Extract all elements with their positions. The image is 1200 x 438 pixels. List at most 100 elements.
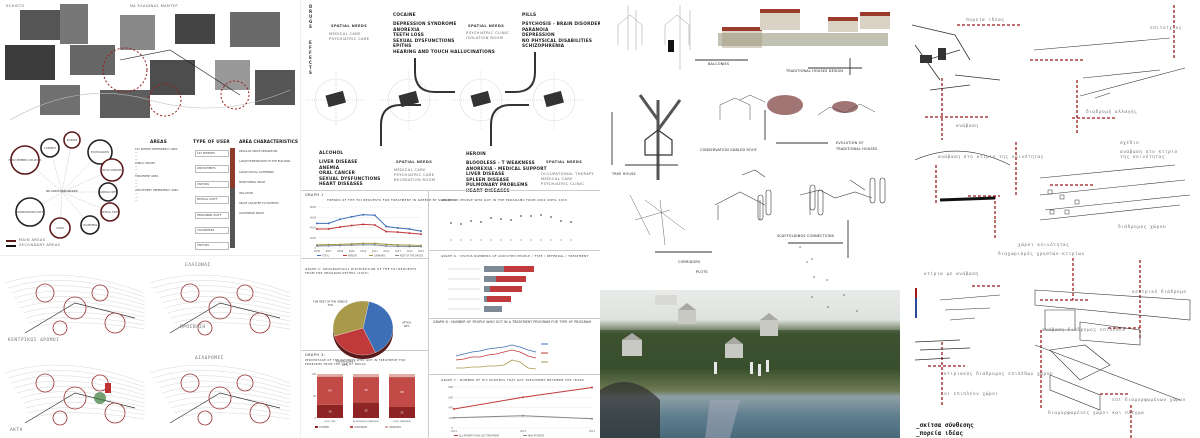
data-point [591, 417, 593, 420]
spatial-need: MEDICAL CARE [329, 32, 361, 36]
data-point [520, 239, 522, 241]
bar-segment [496, 276, 526, 282]
panel-drug-effects: DRUGS EFFECTS SPATIAL NEEDS MEDICAL CARE… [300, 0, 600, 438]
data-point [385, 230, 388, 233]
sketch-label: διαχωρισμός χρηστών-κτιρίων [998, 252, 1085, 257]
center-label: NO ADDICTION GROUPS [46, 189, 78, 193]
y-tick-label: 200 [448, 417, 453, 420]
data-point [530, 215, 532, 217]
data-point [408, 245, 411, 248]
label-scaffoldings: SCAFFOLDINGS CONNECTIONS [777, 234, 835, 238]
contour-line [155, 285, 291, 302]
y-tick-label: 100 [311, 373, 316, 376]
scaffolding-frame [879, 177, 886, 204]
contour-line [22, 396, 146, 408]
contour-line [13, 290, 146, 306]
table-header: AREAS [150, 140, 167, 145]
sketch-line [1094, 92, 1111, 99]
color-marker [915, 288, 917, 318]
bar-value-label: 64 [328, 389, 332, 393]
legend-label: SECONDARY AREAS [19, 243, 61, 247]
contour-line [158, 290, 291, 306]
divider [428, 250, 600, 251]
data-point [350, 215, 353, 218]
contour-line [16, 386, 146, 400]
effect-item: NO PHYSICAL DISABILITIES [522, 38, 593, 44]
x-tick-label: 2014 [589, 430, 596, 433]
sketch-label: χώροι κοινότητας [1018, 243, 1070, 248]
traditional-house [760, 12, 800, 30]
legend-swatch [315, 426, 318, 428]
data-point [510, 219, 512, 221]
legend-swatch [6, 239, 16, 242]
contour-line [4, 274, 146, 294]
person-silhouette [758, 364, 761, 376]
data-point [470, 239, 472, 241]
drug-sketch [470, 90, 491, 108]
landscape-elements: ⌃⌃⌃⌃ [600, 294, 900, 438]
site-route-lines [9, 47, 291, 121]
effect-item: TEETH LOSS [393, 33, 425, 39]
table-header: AREA CHARACTERISTICS [239, 140, 298, 145]
data-point [373, 223, 376, 226]
x-tick-label: 2008 [337, 250, 344, 253]
data-point [480, 221, 482, 223]
bird-icon: ⌃ [810, 258, 814, 264]
legend-swatch [454, 435, 458, 436]
collage-photo [40, 85, 80, 115]
area-item: — [135, 171, 138, 175]
sketch-label: επιτοίχιος [1150, 26, 1183, 31]
site-circle [180, 283, 200, 303]
sketch-box [1074, 199, 1080, 205]
sketch-line [1039, 164, 1191, 221]
series-line-all-patients-who-got-treatment [453, 387, 593, 410]
sketch-line [914, 150, 1011, 166]
user-item: PERSONNEL STAFF [195, 211, 229, 220]
legend-label: HEROIN [348, 255, 357, 258]
contour-line [28, 317, 146, 326]
data-point [327, 222, 330, 225]
drug-effects-diagram [306, 52, 584, 146]
y-tick-label: 0 [314, 417, 316, 420]
data-point [522, 396, 524, 399]
effect-item: SEXUAL DYSFUNCTIONS [393, 38, 455, 44]
characteristic-item: ISOLATION [239, 191, 253, 195]
data-point [450, 222, 452, 224]
sketch-line [617, 5, 643, 50]
label-balconies: BALCONIES [708, 62, 730, 66]
sketch-line [817, 103, 876, 116]
contour-line [31, 412, 146, 420]
user-circle-label: PATIENTS [67, 139, 78, 142]
effect-item: ANEMIA [319, 165, 340, 171]
contour-line [173, 317, 291, 326]
map-label: ΑΚΤΗ [10, 428, 23, 433]
bird-icon: ⌃ [810, 296, 814, 302]
characteristic-item: MONITORING SPACE [239, 181, 266, 185]
x-tick-label: TOTAL TREATMENT [393, 420, 413, 423]
sketch-heavy-line [939, 196, 996, 202]
data-point [396, 231, 399, 234]
sketch-line [1034, 344, 1181, 401]
user-bar [230, 148, 235, 188]
divider [428, 374, 600, 375]
spatial-needs-label: SPATIAL NEEDS [331, 24, 368, 28]
pie-value: 40% [404, 324, 410, 328]
contour-line [13, 380, 146, 396]
series-line [455, 349, 537, 361]
legend-label: TOTAL [322, 255, 330, 258]
series-line-heroin [317, 223, 422, 235]
area-item: — [135, 168, 138, 172]
data-point [316, 222, 318, 225]
data-point [373, 242, 376, 245]
user-circle [98, 182, 118, 202]
spatial-need: PSYCHIATRIC CLINIC [541, 182, 585, 186]
series-line [456, 359, 537, 370]
user-circle [63, 131, 81, 149]
map-label: ΠΡΟΣΒΑΣΗ [180, 325, 206, 330]
sketch-label: οι επιπλέον χώροι [944, 392, 999, 397]
spatial-need: ISOLATION ROOM [466, 36, 504, 40]
side-label-effects: EFFECTS [309, 40, 312, 75]
connector-line [29, 191, 63, 213]
graph-8-title: GRAPH 8 : NUMBER OF PEOPLE WHO GOT IN A … [433, 320, 592, 324]
